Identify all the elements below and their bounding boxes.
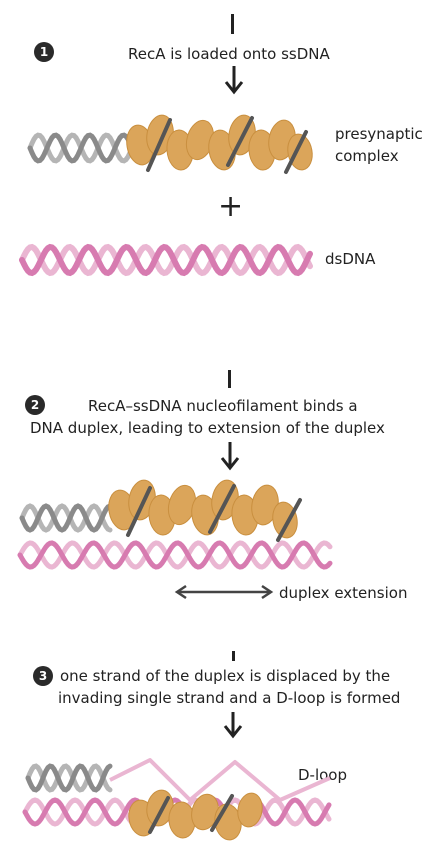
duplex-extension-label: duplex extension [279,584,408,602]
reca-protein-step1-9 [287,133,313,171]
step-3-number-badge: 3 [33,666,53,686]
dna-helices [17,132,333,827]
down-arrow-icon-2 [220,442,240,471]
ssdna-segment-step2-3 [276,498,302,542]
ssdna-segment-step3-2 [210,794,234,832]
step-2-caption-line-2: DNA duplex, leading to extension of the … [30,419,385,437]
reca-proteins [108,114,313,841]
step-2-number-badge: 2 [25,395,45,415]
dsdna-helix-strand-b [19,243,313,277]
step-3-tick [232,651,235,661]
step-2-caption-line-1: RecA–ssDNA nucleofilament binds a [88,397,358,415]
step-1-number-badge: 1 [34,42,54,62]
dsdna-label: dsDNA [325,250,376,268]
ssdna-segment-step2-1 [126,486,152,537]
ssdna-segment-step1-3 [284,130,308,174]
ssdna-segment-step2-2 [208,484,236,534]
d-loop-displaced-strand [109,758,331,802]
step-3-caption-line-2: invading single strand and a D-loop is f… [58,689,401,707]
step-1-caption: RecA is loaded onto ssDNA [128,45,330,63]
duplex-helix-step2-strand-b [17,540,333,570]
d-loop-label: D-loop [298,766,348,784]
duplex-helix-step2-strand-a [17,540,333,570]
duplex-helix-step3-strand-a [22,797,332,827]
plus-sign: + [218,189,244,224]
dsdna-helix-strand-a [19,243,313,277]
reca-protein-step2-9 [272,501,298,539]
ssdna-helix-2-strand-a [19,503,113,533]
ssdna-helix-3-strand-a [25,763,113,793]
ssdna-segment-step1-1 [146,118,172,172]
ssdna-helix-1-strand-a [27,132,133,164]
step-3-caption-line-1: one strand of the duplex is displaced by… [60,667,391,685]
down-arrow-icon-3 [223,712,243,739]
down-arrow-icon-1 [224,66,244,95]
step-1-tick [231,14,234,34]
double-arrow-icon [174,584,274,600]
step-2-tick [228,370,231,388]
presynaptic-complex-label-line-2: complex [335,147,399,165]
ssdna-segment-step1-2 [226,116,254,167]
presynaptic-complex-label-line-1: presynaptic [335,125,423,143]
ssdna-segment-step3-1 [148,796,170,834]
reca-protein-step3-6 [237,792,263,828]
